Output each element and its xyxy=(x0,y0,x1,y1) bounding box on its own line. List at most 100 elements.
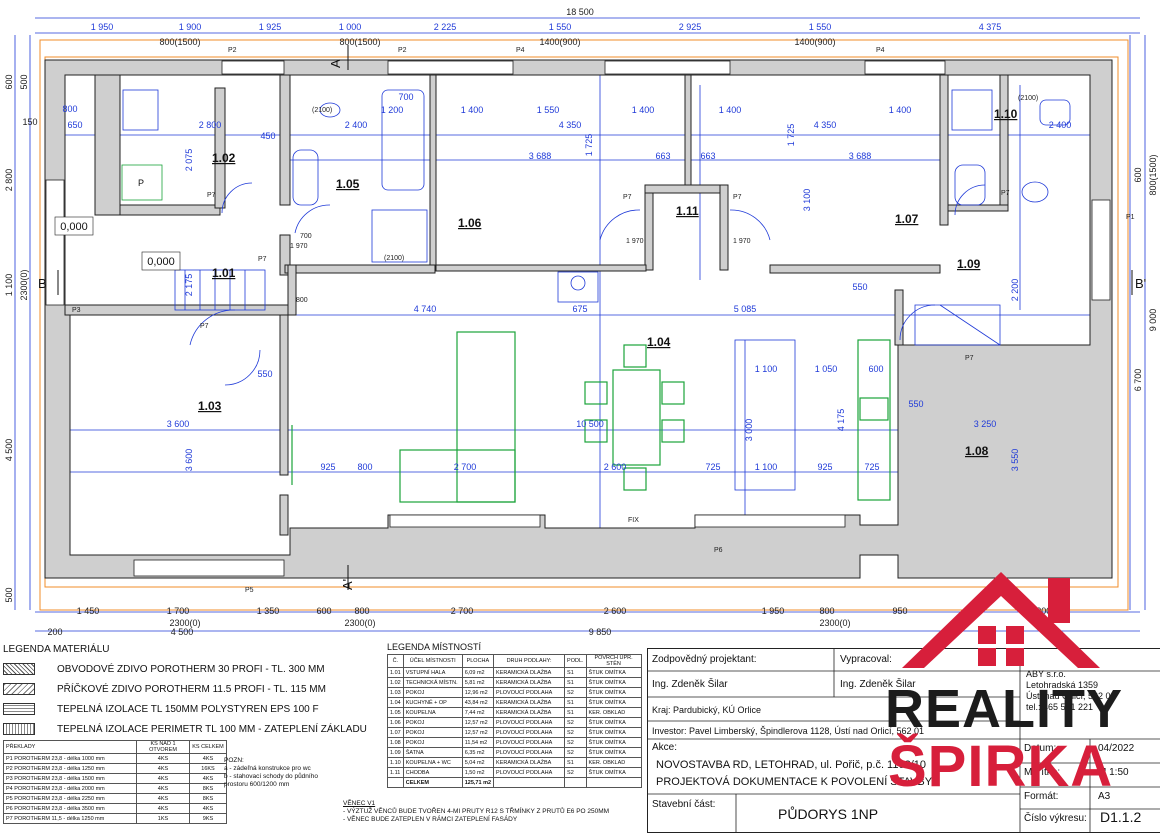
misc-2100: (2100) xyxy=(384,255,404,262)
materials-legend-title: LEGENDA MATERIÁLU xyxy=(3,644,110,655)
company-line: Ústí nad Orlicí, 562 06 xyxy=(1026,691,1116,701)
room-label-1-06: 1.06 xyxy=(458,216,482,230)
room-label-1-01: 1.01 xyxy=(212,266,236,280)
tag-p4: P4 xyxy=(516,47,525,54)
drawn-name: Ing. Zdeněk Šilar xyxy=(840,679,916,690)
rooms-legend-title: LEGENDA MÍSTNOSTÍ xyxy=(387,642,482,652)
dim-bottom-8: 1 950 xyxy=(762,606,785,616)
material-row: PŘÍČKOVÉ ZDIVO POROTHERM 11.5 PROFI - TL… xyxy=(3,679,383,699)
dim-inner: 3 600 xyxy=(167,419,190,429)
dim-inner: 3 100 xyxy=(802,189,812,212)
dim-inner: 1 100 xyxy=(755,462,778,472)
dim-left-6: 4 500 xyxy=(4,439,14,462)
dim-right-4: 800(1500) xyxy=(1148,154,1158,195)
action-line-1: NOVOSTAVBA RD, LETOHRAD, ul. Pořič, p.č.… xyxy=(656,759,927,771)
section-marks: A A' B B' xyxy=(38,45,1146,590)
action-label: Akce: xyxy=(652,742,678,753)
dim-inner: 600 xyxy=(868,364,883,374)
tag-p7: P7 xyxy=(733,194,742,201)
material-row: TEPELNÁ IZOLACE TL 150MM POLYSTYREN EPS … xyxy=(3,699,383,719)
investor: Investor: Pavel Limberský, Špindlerova 1… xyxy=(652,726,924,736)
tag-p2: P2 xyxy=(398,47,407,54)
dim-top-3: 1 925 xyxy=(259,22,282,32)
dim-inner: 1 725 xyxy=(786,124,796,147)
dim-top-5: 2 225 xyxy=(434,22,457,32)
room-label-1-05: 1.05 xyxy=(336,177,360,191)
dim-inner: 800 xyxy=(62,104,77,114)
room-label-1-10: 1.10 xyxy=(994,107,1018,121)
dim-inner: 3 688 xyxy=(529,151,552,161)
drawing-no-value: D1.1.2 xyxy=(1100,809,1142,825)
hatch-swatch-outer-wall xyxy=(3,663,35,675)
dim-top-2: 1 900 xyxy=(179,22,202,32)
dim-inner: 5 085 xyxy=(734,304,757,314)
dim-top-4: 1 000 xyxy=(339,22,362,32)
floor-plan: 18 500 1 950 1 900 1 925 1 000 2 225 1 5… xyxy=(4,7,1158,637)
dim-bottom-row2-2: 4 500 xyxy=(171,627,194,637)
tag-p2: P2 xyxy=(228,47,237,54)
company-line: Letohradská 1359 xyxy=(1026,680,1099,690)
tag-p7: P7 xyxy=(258,256,267,263)
door-swings xyxy=(189,182,986,386)
inner-dimensions: 2 800 2 400 4 350 4 350 2 400 3 688 3 68… xyxy=(62,92,1071,472)
dim-left-7: 500 xyxy=(4,587,14,602)
dim-inner: 4 740 xyxy=(414,304,437,314)
misc-p: P xyxy=(138,178,144,188)
dim-inner: 1 400 xyxy=(719,105,742,115)
tag-p5: P5 xyxy=(245,587,254,594)
note-line: a - zádeľná konstrukce pro wc xyxy=(224,765,311,772)
misc-2100: (2100) xyxy=(312,107,332,114)
misc-2100: (2100) xyxy=(1018,95,1038,102)
windows-top xyxy=(45,60,1111,577)
dim-inner: 4 175 xyxy=(836,409,846,432)
dim-bottom-10: 950 xyxy=(892,606,907,616)
dim-left-2: 500 xyxy=(19,74,29,89)
dim-bottom-7: 2 600 xyxy=(604,606,627,616)
tag-p7: P7 xyxy=(1001,190,1010,197)
tag-p7: P7 xyxy=(965,355,974,362)
region: Kraj: Pardubický, KÚ Orlice xyxy=(652,705,762,715)
scale-label: Měřítko: xyxy=(1024,767,1061,778)
tag-p1: P1 xyxy=(1126,214,1135,221)
living-furniture xyxy=(291,331,891,503)
dim-window-4: 1400(900) xyxy=(794,37,835,47)
material-label: TEPELNÁ IZOLACE PERIMETR TL 100 MM - ZAT… xyxy=(57,723,367,735)
dim-bottom-2: 1 700 xyxy=(167,606,190,616)
responsible-name: Ing. Zdeněk Šilar xyxy=(652,679,728,690)
level-marks: 0,000 0,000 xyxy=(54,216,181,271)
tag-p7: P7 xyxy=(200,323,209,330)
room-label-1-09: 1.09 xyxy=(957,257,981,271)
bathroom-fixtures xyxy=(121,89,1071,263)
dim-inner: 2 800 xyxy=(199,120,222,130)
dim-top-6: 1 550 xyxy=(549,22,572,32)
dim-bottom-9: 800 xyxy=(819,606,834,616)
hatch-swatch-partition xyxy=(3,683,35,695)
dim-inner: 1 550 xyxy=(537,105,560,115)
dim-inner: 4 350 xyxy=(814,120,837,130)
dim-inner: 1 725 xyxy=(584,134,594,157)
dim-bottom-row2-3: 9 850 xyxy=(589,627,612,637)
dim-left-1: 600 xyxy=(4,74,14,89)
dim-bottom-window-2: 2300(0) xyxy=(344,618,375,628)
tag-p6: P6 xyxy=(714,547,723,554)
dim-bottom-3: 1 350 xyxy=(257,606,280,616)
dim-window-2: 800(1500) xyxy=(339,37,380,47)
date-label: Datum: xyxy=(1024,743,1057,754)
misc-fix: FIX xyxy=(628,517,639,524)
dim-top-7: 2 925 xyxy=(679,22,702,32)
dim-bottom-5: 800 xyxy=(354,606,369,616)
dim-left-5: 1 100 xyxy=(4,274,14,297)
